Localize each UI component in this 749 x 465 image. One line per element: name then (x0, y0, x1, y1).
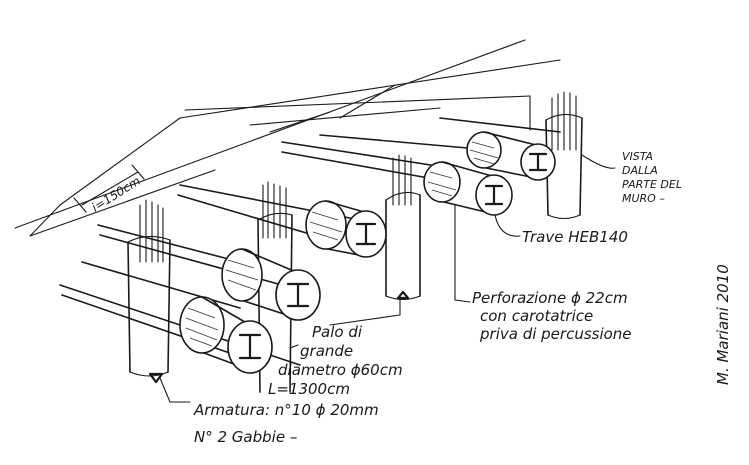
pile-right (385, 154, 421, 301)
palo-line-6: N° 2 Gabbie – (194, 428, 297, 446)
perforazione-line-3: priva di percussione (479, 325, 632, 343)
perforazione-line-1: Perforazione ϕ 22cm (472, 289, 628, 307)
palo-line-3: diametro ϕ60cm (278, 361, 403, 379)
label-perforazione: Perforazione ϕ 22cm con carotatrice priv… (472, 289, 632, 343)
vista-line-2: DALLA (622, 164, 658, 177)
palo-line-4: L=1300cm (268, 380, 350, 398)
perforation-5 (466, 131, 556, 181)
perforation-3 (305, 200, 387, 258)
vista-line-1: VISTA (622, 150, 653, 163)
label-interasse: i=150cm (89, 174, 143, 215)
perforation-1 (179, 296, 273, 374)
pile-left (127, 199, 171, 384)
signature: M. Mariani 2010 (714, 264, 732, 385)
vista-line-3: PARTE DEL (622, 178, 682, 191)
label-vista: VISTA DALLA PARTE DEL MURO – (622, 150, 682, 205)
perforation-2 (221, 248, 321, 321)
vista-line-4: MURO – (622, 192, 665, 205)
ground-planes (14, 39, 561, 237)
leader-lines (159, 154, 616, 403)
label-palo: Palo di grande diametro ϕ60cm L=1300cm A… (193, 323, 403, 446)
palo-line-2: grande (300, 342, 353, 360)
dimension-interasse (73, 164, 145, 213)
perforazione-line-2: con carotatrice (480, 307, 593, 325)
label-trave: Trave HEB140 (522, 228, 628, 246)
palo-line-5: Armatura: n°10 ϕ 20mm (193, 401, 379, 419)
perforation-4 (423, 161, 513, 216)
palo-line-1: Palo di (312, 323, 363, 341)
